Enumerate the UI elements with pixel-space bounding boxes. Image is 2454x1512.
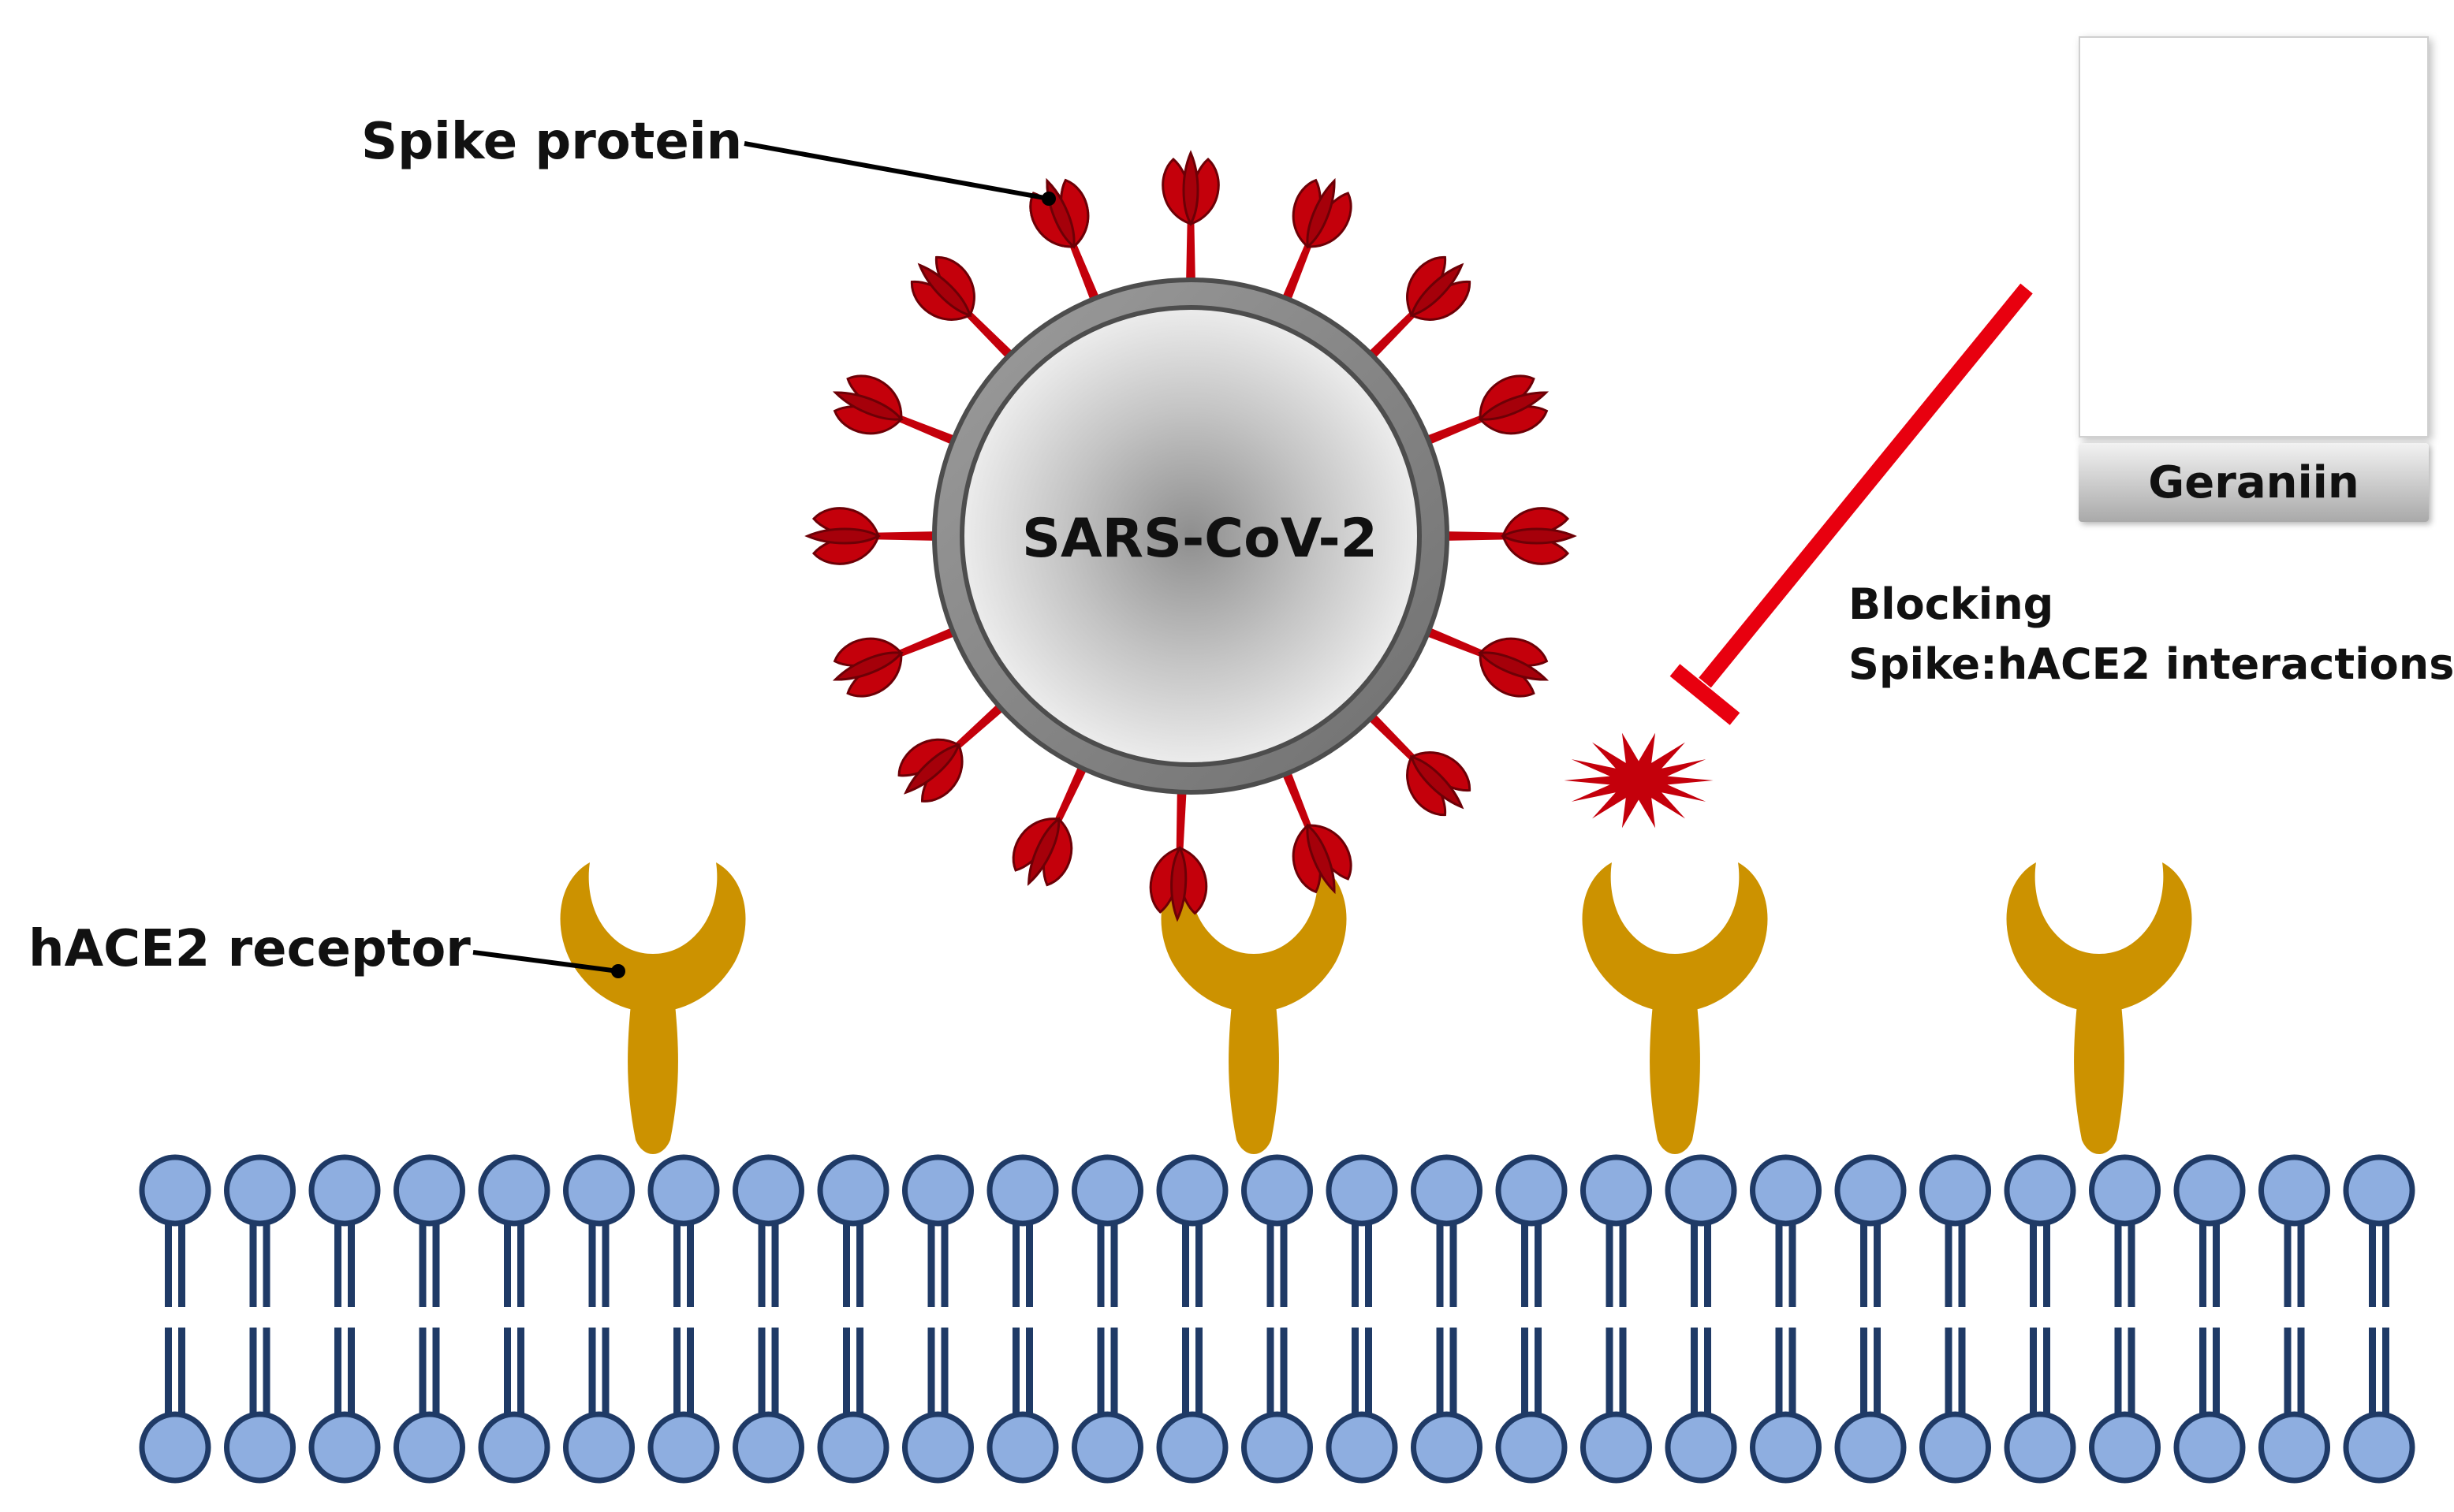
lipid-pair [905, 1157, 972, 1480]
lipid-pair [1414, 1157, 1480, 1480]
lipid-pair [2346, 1157, 2412, 1480]
spike-protein [1148, 784, 1211, 922]
lipid-pair [2176, 1157, 2243, 1480]
lipid-pair [142, 1157, 208, 1480]
hace2-receptor [2006, 862, 2192, 1154]
spike-protein [1162, 151, 1220, 287]
spike-protein [806, 507, 942, 565]
spike-protein-label: Spike protein [361, 113, 743, 171]
geraniin-label-bar: Geraniin [2079, 443, 2429, 522]
lipid-pair [2092, 1157, 2158, 1480]
blocking-label-line1: Blocking [1848, 579, 2054, 629]
lipid-pair [820, 1157, 886, 1480]
lipid-pair [1329, 1157, 1395, 1480]
lipid-pair [227, 1157, 293, 1480]
lipid-pair [651, 1157, 717, 1480]
lipid-pair [2007, 1157, 2073, 1480]
lipid-pair [566, 1157, 632, 1480]
spike-protein-leader [744, 141, 1056, 206]
hace2-receptor [1582, 862, 1768, 1154]
lipid-pair [2262, 1157, 2328, 1480]
lipid-pair [1668, 1157, 1734, 1480]
hace2-receptor-label: hACE2 receptor [28, 920, 471, 978]
lipid-bilayer-membrane [142, 1157, 2412, 1480]
virus-label: SARS-CoV-2 [1022, 508, 1378, 570]
geraniin-label: Geraniin [2148, 456, 2359, 508]
lipid-pair [1923, 1157, 1989, 1480]
t-bar-inhibition-icon [1669, 283, 2033, 725]
lipid-pair [1837, 1157, 1904, 1480]
blocking-label-line2: Spike:hACE2 interactions [1848, 639, 2454, 689]
sars-cov-2-virion [932, 277, 1449, 795]
lipid-pair [1244, 1157, 1311, 1480]
lipid-pair [1075, 1157, 1141, 1480]
spike-protein [1440, 507, 1576, 565]
hace2-receptor-leader [472, 950, 625, 978]
geraniin-structure-panel [2079, 36, 2429, 438]
burst-icon [1564, 732, 1714, 829]
hace2-receptor [560, 862, 746, 1154]
lipid-pair [1583, 1157, 1650, 1480]
lipid-pair [736, 1157, 802, 1480]
lipid-pair [1159, 1157, 1225, 1480]
lipid-pair [1753, 1157, 1819, 1480]
lipid-pair [990, 1157, 1056, 1480]
lipid-pair [1498, 1157, 1565, 1480]
lipid-pair [481, 1157, 547, 1480]
lipid-pair [311, 1157, 378, 1480]
lipid-pair [397, 1157, 463, 1480]
